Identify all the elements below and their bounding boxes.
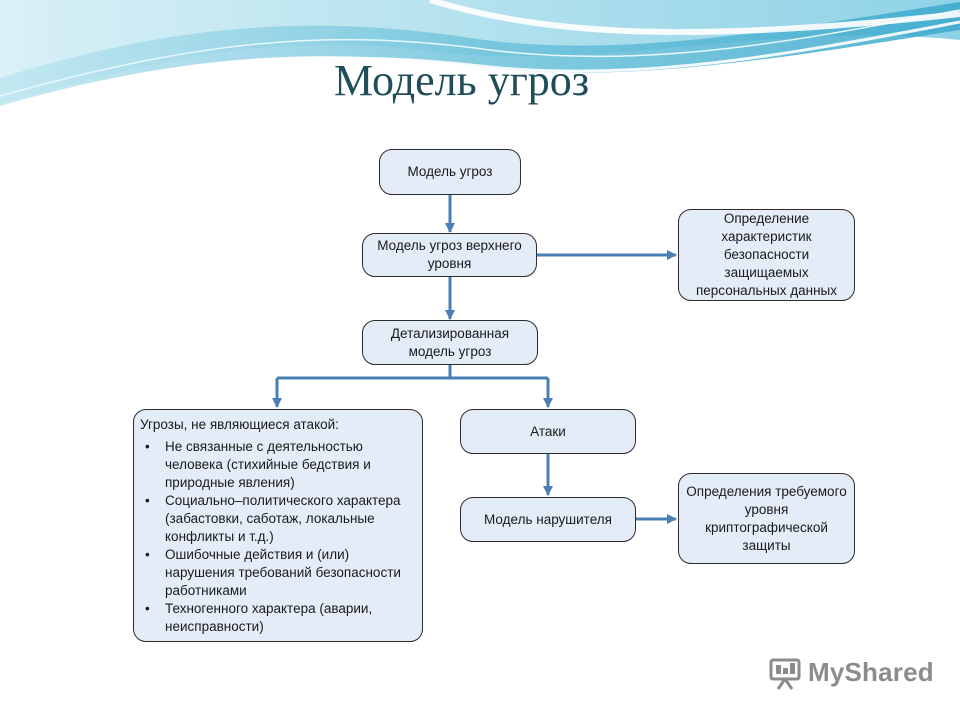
node-detailed-model-label: Детализированная модель угроз	[390, 325, 510, 359]
node-attacks-label: Атаки	[530, 423, 566, 439]
list-item: Техногенного характера (аварии, неисправ…	[140, 600, 416, 636]
slide-title: Модель угроз	[334, 56, 590, 105]
node-threat-model-label: Модель угроз	[407, 164, 493, 179]
node-threat-model: Модель угроз	[379, 149, 521, 195]
node-attacks: Атаки	[460, 409, 636, 454]
node-detailed-model: Детализированная модель угроз	[362, 320, 538, 365]
node-intruder-model-label: Модель нарушителя	[484, 511, 612, 527]
node-non-attack-threats: Угрозы, не являющиеся атакой: Не связанн…	[133, 409, 423, 642]
myshared-watermark: MyShared	[768, 655, 934, 695]
non-attack-threats-heading: Угрозы, не являющиеся атакой:	[140, 417, 339, 432]
list-item: Не связанные с деятельностью человека (с…	[140, 438, 416, 492]
list-item: Социально–политического характера (забас…	[140, 492, 416, 546]
node-security-characteristics-label: Определение характеристик безопасности з…	[695, 211, 838, 298]
header-waves-decoration	[0, 0, 960, 112]
list-item: Ошибочные действия и (или) нарушения тре…	[140, 546, 416, 600]
node-crypto-protection-label: Определения требуемого уровня криптограф…	[686, 483, 847, 553]
presentation-board-icon	[769, 658, 801, 690]
node-top-level-model-label: Модель угроз верхнего уровня	[377, 238, 522, 271]
node-intruder-model: Модель нарушителя	[460, 497, 636, 542]
watermark-text: MyShared	[808, 657, 934, 687]
node-security-characteristics: Определение характеристик безопасности з…	[678, 209, 855, 301]
node-top-level-model: Модель угроз верхнего уровня	[362, 233, 537, 277]
non-attack-threats-list: Не связанные с деятельностью человека (с…	[140, 438, 416, 636]
node-crypto-protection: Определения требуемого уровня криптограф…	[678, 473, 855, 564]
